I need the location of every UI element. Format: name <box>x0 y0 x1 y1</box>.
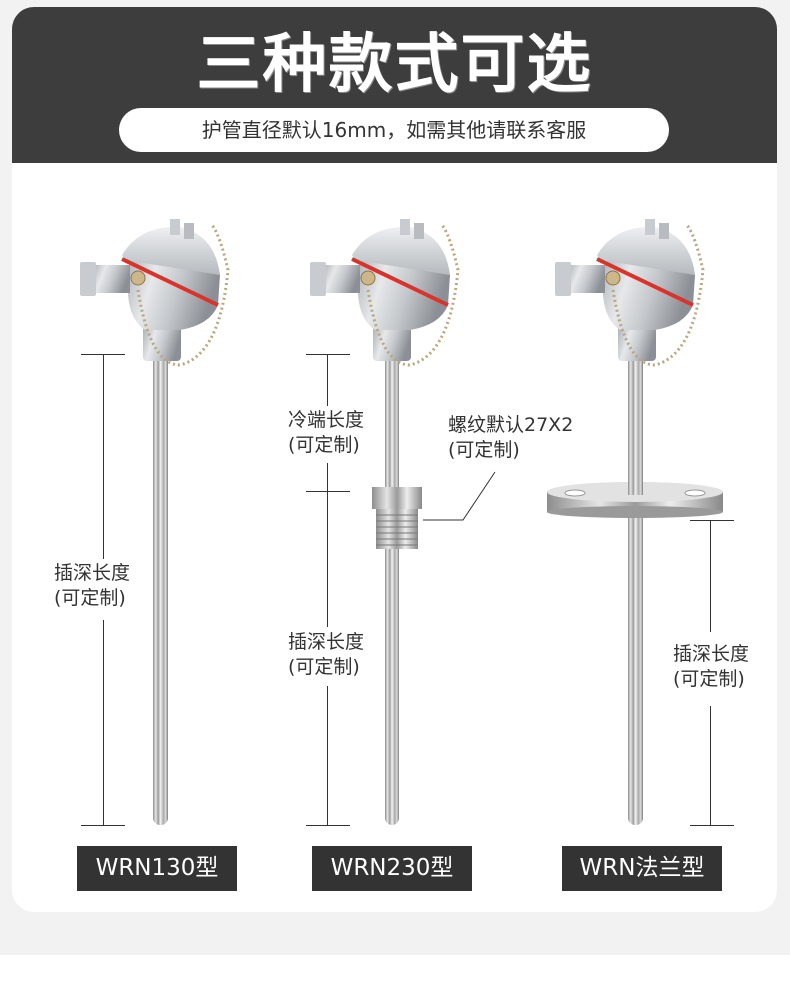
dimension-line-vertical <box>710 706 711 825</box>
dimension-line-bottom <box>81 825 125 826</box>
callout-leader-line <box>423 471 496 521</box>
model-label-wrn130: WRN130型 <box>77 846 237 891</box>
thermocouple-wrn230-image <box>310 219 460 825</box>
dimension-line-bottom <box>690 825 734 826</box>
subtitle-pill: 护管直径默认16mm，如需其他请联系客服 <box>119 108 669 152</box>
dimension-line-vertical <box>327 491 328 627</box>
dimension-line-top <box>690 520 734 521</box>
dimension-line-vertical <box>327 354 328 406</box>
model-label-wrn-flange: WRN法兰型 <box>562 846 722 891</box>
dimension-line-vertical <box>327 686 328 825</box>
dimension-line-vertical <box>710 520 711 632</box>
dimension-line-vertical <box>327 463 328 491</box>
dimension-line-middle <box>306 491 350 492</box>
model-label-wrn230: WRN230型 <box>312 846 472 891</box>
dimension-line-top <box>306 354 350 355</box>
thread-callout-label: 螺纹默认27X2 (可定制) <box>448 414 574 461</box>
header-banner: 三种款式可选 护管直径默认16mm，如需其他请联系客服 <box>12 7 777 163</box>
thermocouple-wrn130-image <box>80 219 230 825</box>
dimension-line-vertical <box>103 620 104 825</box>
insertion-length-label: 插深长度 (可定制) <box>54 562 131 609</box>
insertion-length-label: 插深长度 (可定制) <box>673 643 750 690</box>
dimension-line-vertical <box>103 354 104 559</box>
insertion-length-label: 插深长度 (可定制) <box>288 631 365 678</box>
cold-end-length-label: 冷端长度 (可定制) <box>288 409 365 456</box>
page-title: 三种款式可选 <box>196 28 593 102</box>
thermocouple-flange-image <box>547 219 723 825</box>
dimension-line-bottom <box>306 825 350 826</box>
